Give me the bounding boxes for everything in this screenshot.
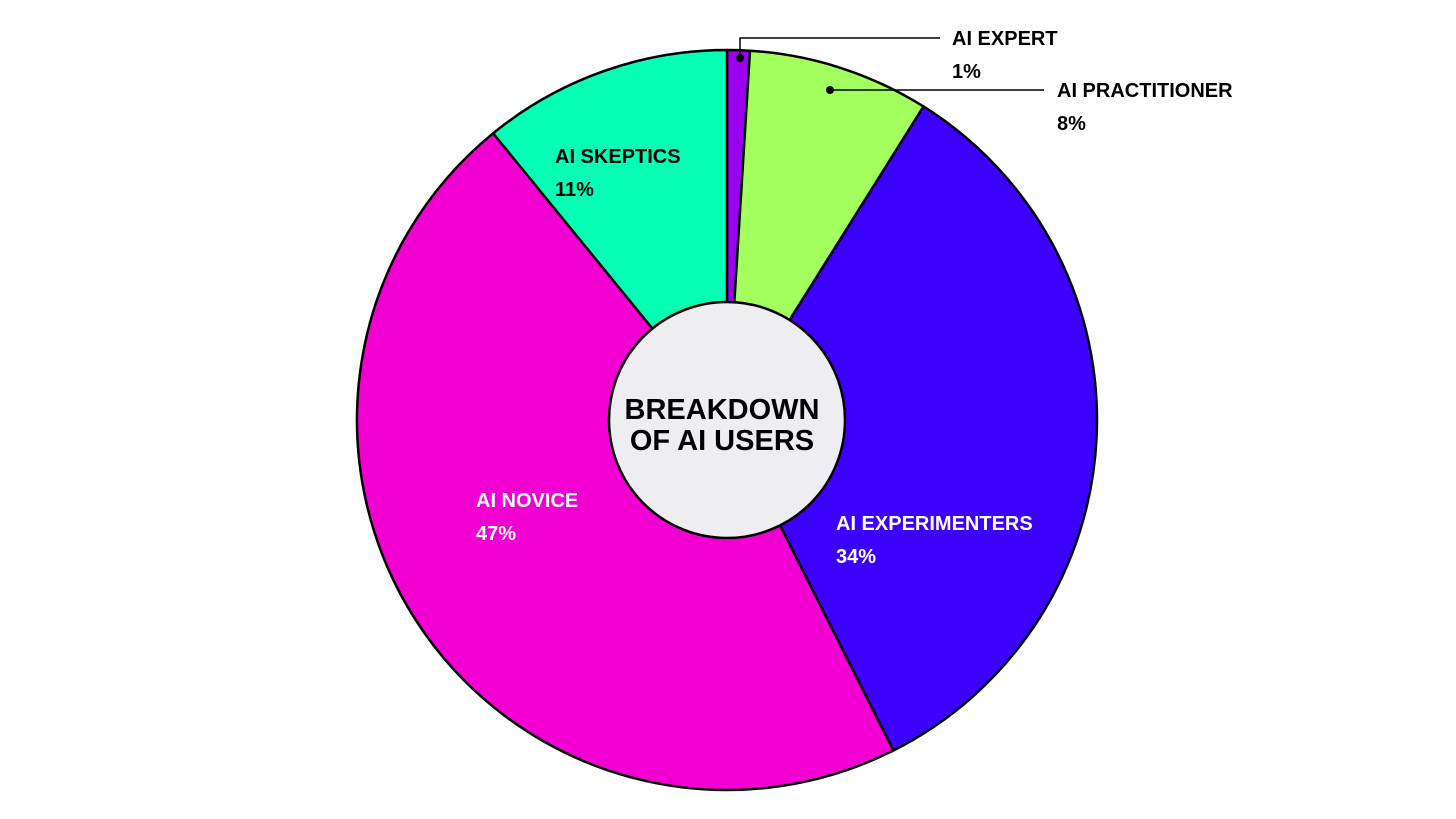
label-value-ai-practitioner: 8% [1057,113,1086,135]
label-name-ai-expert: AI EXPERT [952,28,1058,50]
slices-group [355,48,1099,792]
center-title-line-2: OF AI USERS [630,425,814,457]
label-value-ai-skeptics: 11% [555,179,594,201]
label-value-ai-novice: 47% [476,523,516,545]
label-name-ai-skeptics: AI SKEPTICS [555,146,681,168]
slice-labels: AI EXPERT 1% AI PRACTITIONER 8% AI EXPERIMEN… [476,28,1233,568]
callout-line-ai-expert [739,37,940,58]
label-name-ai-practitioner: AI PRACTITIONER [1057,80,1233,102]
slice-ai-experimenters [725,105,1099,752]
center-hole [607,300,847,540]
label-name-ai-novice: AI NOVICE [476,490,578,512]
center-title-line-1: BREAKDOWN [625,394,820,426]
label-name-ai-experimenters: AI EXPERIMENTERS [836,513,1033,535]
label-value-ai-experimenters: 34% [836,546,876,568]
label-value-ai-expert: 1% [952,61,981,83]
callout-leaders [736,37,1044,94]
